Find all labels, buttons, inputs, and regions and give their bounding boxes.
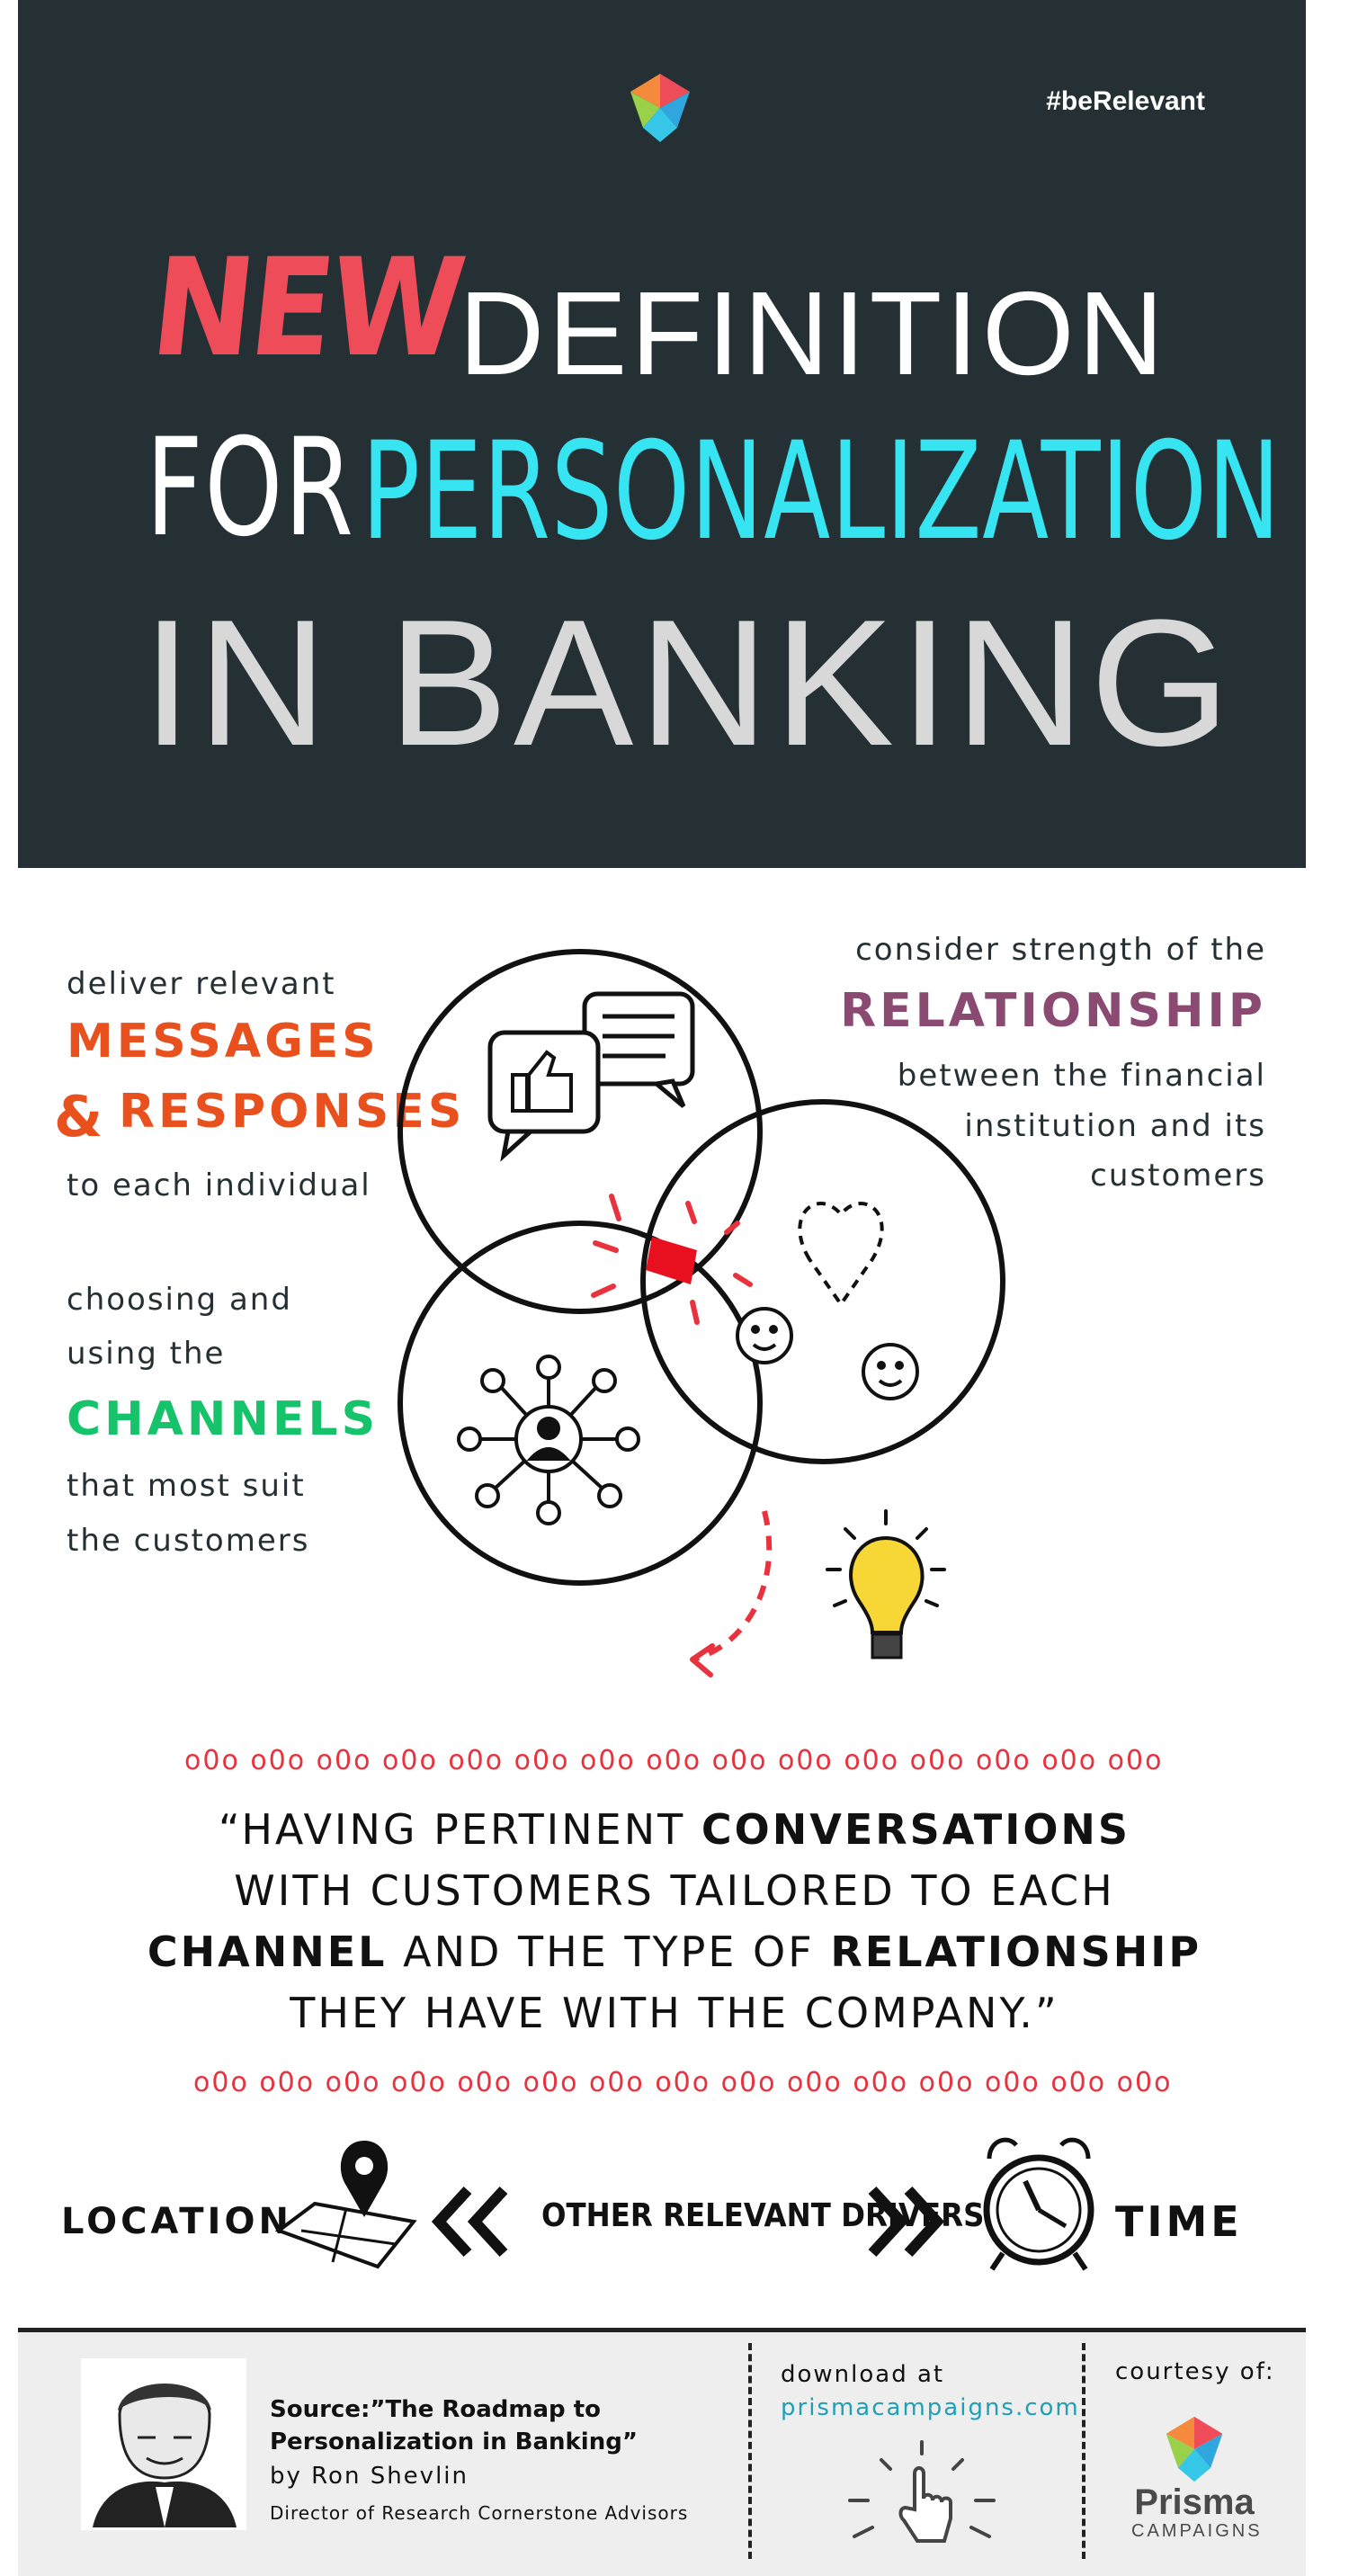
brand-name: Prisma xyxy=(1134,2482,1255,2522)
driver-other: OTHER RELEVANT DRIVERS xyxy=(541,2197,985,2234)
venn-circle-messages xyxy=(398,949,763,1314)
brand-sub: CAMPAIGNS xyxy=(1131,2521,1263,2541)
thumbs-up-icon xyxy=(511,1050,573,1113)
faces-icon xyxy=(736,1307,919,1400)
title-definition: DEFINITION xyxy=(459,267,1167,399)
double-chevron-right-icon xyxy=(868,2186,944,2258)
quote-line4: THEY HAVE WITH THE COMPANY.” xyxy=(290,1989,1059,2037)
footer-divider-2 xyxy=(1082,2343,1085,2559)
messages-heading: MESSAGES xyxy=(67,1015,380,1069)
pointing-hand-icon xyxy=(848,2440,996,2543)
alarm-clock-icon xyxy=(983,2137,1094,2271)
venn-diagram xyxy=(398,949,1005,1677)
channels-outro-1: that most suit xyxy=(67,1468,306,1504)
title-personalization: PERSONALIZATION xyxy=(362,414,1282,570)
venn-circle-relationship xyxy=(640,1099,1005,1464)
header-banner xyxy=(18,0,1306,868)
source-title-line1: Source:”The Roadmap to xyxy=(270,2396,602,2423)
venn-circle-channels xyxy=(398,1221,763,1586)
author-portrait xyxy=(81,2358,246,2530)
relationship-outro-2: institution and its xyxy=(964,1108,1266,1144)
source-author-title: Director of Research Cornerstone Advisor… xyxy=(270,2502,689,2524)
relationship-outro-1: between the financial xyxy=(897,1058,1266,1094)
double-chevron-left-icon xyxy=(432,2186,508,2258)
venn-intersection xyxy=(646,1237,697,1284)
quote-line1a: “HAVING PERTINENT xyxy=(218,1805,701,1854)
hashtag: #beRelevant xyxy=(1046,86,1205,116)
network-person-icon xyxy=(457,1355,640,1525)
channels-intro-2: using the xyxy=(67,1336,226,1372)
spark-marks xyxy=(591,1194,753,1325)
messages-outro: to each individual xyxy=(67,1167,371,1203)
title-new: NEW xyxy=(144,230,469,387)
relationship-heading: RELATIONSHIP xyxy=(840,984,1266,1038)
quote-line3a: CHANNEL xyxy=(147,1928,388,1976)
dashed-arrow xyxy=(692,1510,773,1662)
footer-divider-1 xyxy=(748,2343,752,2559)
channels-heading: CHANNELS xyxy=(67,1392,380,1446)
prisma-logo-icon xyxy=(1166,2416,1223,2482)
download-link[interactable]: prismacampaigns.com xyxy=(781,2394,1080,2421)
channels-intro-1: choosing and xyxy=(67,1282,292,1318)
quote-line2: WITH CUSTOMERS TAILORED TO EACH xyxy=(234,1866,1115,1915)
driver-location: LOCATION xyxy=(61,2201,292,2242)
title-in-banking: IN BANKING xyxy=(142,583,1236,783)
dotted-divider-bottom: o0o o0o o0o o0o o0o o0o o0o o0o o0o o0o … xyxy=(193,2067,1174,2094)
channels-outro-2: the customers xyxy=(67,1523,310,1559)
driver-time: TIME xyxy=(1115,2197,1243,2246)
heart-icon xyxy=(798,1202,884,1308)
prisma-logo-icon xyxy=(630,74,690,142)
relationship-intro: consider strength of the xyxy=(855,932,1266,968)
quote-line3c: RELATIONSHIP xyxy=(830,1928,1202,1976)
lightbulb-icon xyxy=(826,1509,946,1659)
courtesy-label: courtesy of: xyxy=(1115,2358,1275,2385)
messages-intro: deliver relevant xyxy=(67,966,336,1002)
source-author: by Ron Shevlin xyxy=(270,2463,469,2490)
source-title-line2: Personalization in Banking” xyxy=(270,2428,638,2455)
map-pin-icon xyxy=(274,2141,417,2269)
title-for: FOR xyxy=(146,410,355,567)
quote-line1b: CONVERSATIONS xyxy=(701,1805,1131,1854)
quote-line3b: AND THE TYPE OF xyxy=(387,1928,831,1976)
download-label: download at xyxy=(781,2361,945,2388)
relationship-outro-3: customers xyxy=(1090,1158,1266,1194)
ampersand: & xyxy=(54,1084,107,1149)
quote-block: “HAVING PERTINENT CONVERSATIONS WITH CUS… xyxy=(90,1799,1259,2044)
dotted-divider-top: o0o o0o o0o o0o o0o o0o o0o o0o o0o o0o … xyxy=(184,1745,1165,1772)
